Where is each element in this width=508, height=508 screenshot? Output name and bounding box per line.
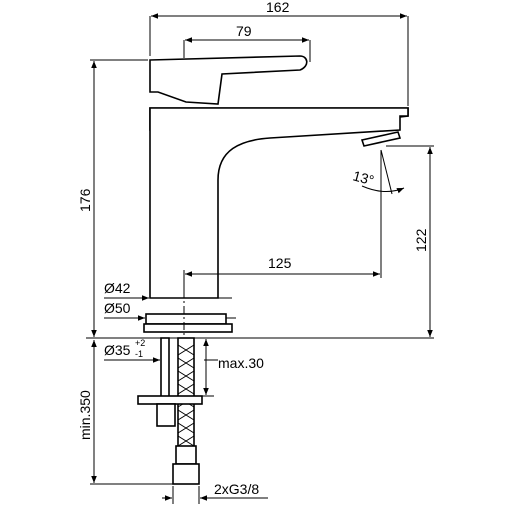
label-total-height: 176	[77, 188, 93, 212]
label-hole-tolerance-minus: -1	[135, 349, 143, 359]
dimension-hose-length: min.350	[77, 340, 176, 485]
dimension-deck-thickness: max.30	[200, 339, 264, 397]
lever-handle	[149, 55, 308, 105]
base-ring	[145, 313, 227, 325]
label-overall-length: 162	[266, 0, 290, 15]
label-hole-tolerance-plus: +2	[135, 338, 145, 348]
label-body-diameter: Ø42	[104, 280, 131, 296]
mounting-plate	[137, 395, 203, 405]
mounting-assembly	[86, 337, 236, 485]
aerator	[360, 131, 402, 147]
dimension-connection-thread: 2xG3/8	[162, 481, 268, 504]
fixing-nut	[156, 403, 176, 427]
label-spout-reach: 125	[268, 255, 292, 271]
label-hose-length: min.350	[77, 390, 93, 440]
dimension-overall-length: 162	[149, 0, 409, 106]
faucet-column	[149, 107, 409, 299]
label-connection-thread: 2xG3/8	[214, 481, 259, 497]
dimension-base-diameter: Ø50	[104, 300, 236, 321]
dimension-body-diameter: Ø42	[104, 280, 232, 301]
label-hole-diameter: Ø35	[104, 342, 131, 358]
hose-fitting-lower	[172, 463, 200, 485]
label-spray-angle: 13°	[351, 167, 376, 188]
dimension-lever-length: 79	[183, 23, 311, 62]
hose-fitting-upper	[175, 445, 197, 465]
threaded-rod	[160, 337, 170, 403]
dimension-spray-angle: 13°	[351, 149, 405, 196]
dimension-spout-height: 122	[236, 145, 434, 339]
faucet-body	[143, 55, 409, 333]
base-flange	[143, 323, 233, 333]
dimension-total-height: 176	[77, 59, 148, 339]
label-base-diameter: Ø50	[104, 300, 131, 316]
label-spout-height: 122	[413, 228, 429, 252]
label-deck-thickness: max.30	[218, 355, 264, 371]
label-lever-length: 79	[236, 23, 252, 39]
